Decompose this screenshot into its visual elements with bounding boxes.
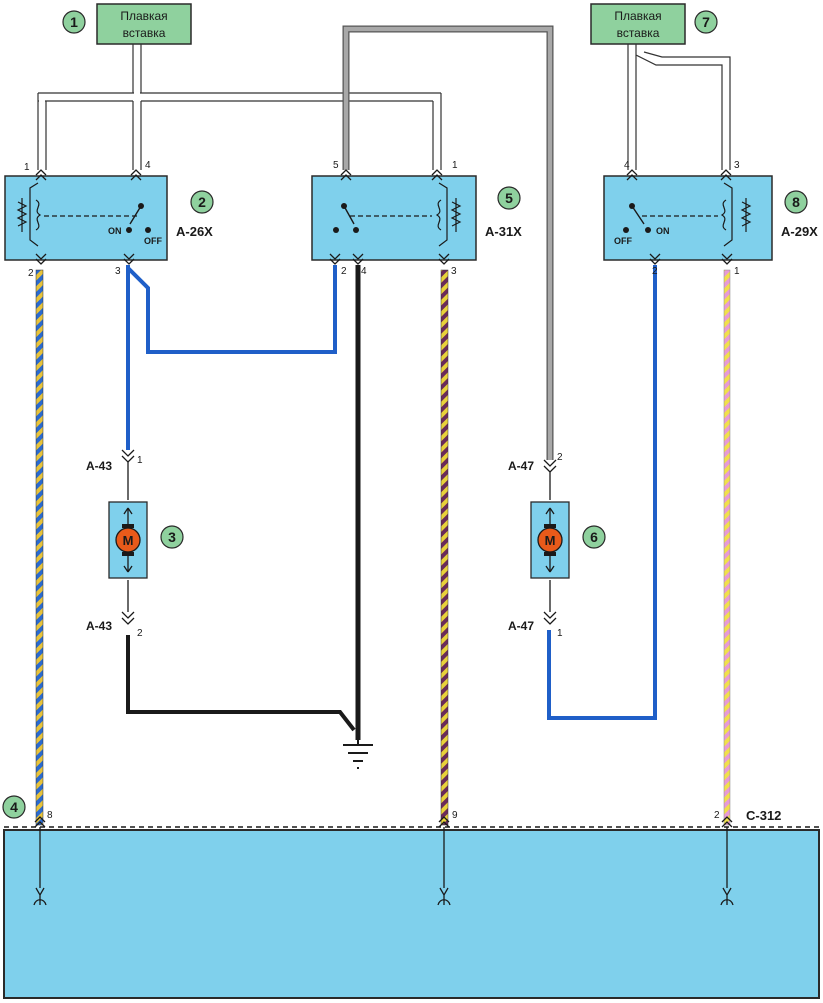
gray-wire — [343, 26, 553, 460]
relay-a29x-off-label: OFF — [614, 236, 632, 246]
callout-6: 6 — [582, 525, 606, 549]
motor-right: M A-47 2 A-47 1 — [508, 452, 570, 639]
svg-text:3: 3 — [168, 529, 176, 545]
relay-a29x-pin-2: 2 — [652, 266, 658, 277]
relay-a26x-pin-3: 3 — [115, 266, 121, 277]
fuse-left-label-2: вставка — [123, 26, 166, 40]
wire-blue-right — [547, 265, 657, 720]
relay-a26x-pin-1: 1 — [24, 162, 30, 173]
relay-a31x-pin-2: 2 — [341, 266, 347, 277]
callout-1: 1 — [62, 10, 86, 34]
motor-right-connector-top: A-47 — [508, 459, 534, 473]
control-unit-pin-8: 8 — [47, 810, 53, 821]
callout-4: 4 — [2, 795, 26, 819]
relay-a31x-label: A-31X — [485, 224, 522, 239]
callout-8: 8 — [784, 190, 808, 214]
control-unit-connector-label: C-312 — [746, 808, 781, 823]
control-unit-terminals — [33, 816, 734, 906]
relay-a31x-pin-1: 1 — [452, 160, 458, 171]
svg-text:7: 7 — [702, 14, 710, 30]
svg-text:5: 5 — [505, 190, 513, 206]
control-unit-pin-9: 9 — [452, 810, 458, 821]
wire-black-motor — [126, 635, 356, 732]
power-wires — [37, 44, 731, 170]
svg-text:2: 2 — [198, 194, 206, 210]
wire-blue-yellow — [35, 269, 44, 826]
control-unit-pin-2: 2 — [714, 810, 720, 821]
relay-a26x-off-label: OFF — [144, 236, 162, 246]
wire-pink-yellow — [723, 269, 731, 826]
fuse-left: Плавкая вставка — [96, 3, 192, 45]
control-unit-panel — [3, 829, 820, 999]
relay-a31x-pin-4: 4 — [361, 266, 367, 277]
callout-3: 3 — [160, 525, 184, 549]
motor-right-connector-bottom: A-47 — [508, 619, 534, 633]
callout-2: 2 — [190, 190, 214, 214]
relay-a29x-pin-1: 1 — [734, 266, 740, 277]
motor-right-symbol: M — [545, 533, 556, 548]
motor-left: M A-43 1 A-43 2 — [86, 449, 148, 639]
motor-left-connector-top: A-43 — [86, 459, 112, 473]
motor-left-pin-bottom: 2 — [137, 628, 143, 639]
relay-a29x-on-label: ON — [656, 226, 670, 236]
fuse-right-label-2: вставка — [617, 26, 660, 40]
relay-a29x-pin-4: 4 — [624, 160, 630, 171]
motor-left-pin-top: 1 — [137, 455, 143, 466]
relay-a26x-pin-2: 2 — [28, 268, 34, 279]
relay-a29x-pin-3: 3 — [734, 160, 740, 171]
svg-text:6: 6 — [590, 529, 598, 545]
svg-text:1: 1 — [70, 14, 78, 30]
ground-icon — [343, 735, 373, 769]
wire-blue-left — [126, 265, 337, 450]
fuse-right: Плавкая вставка — [590, 3, 686, 45]
wire-purple-yellow — [440, 269, 449, 826]
callout-5: 5 — [497, 186, 521, 210]
motor-right-pin-bottom: 1 — [557, 628, 563, 639]
relay-a29x-label: A-29X — [781, 224, 818, 239]
relay-a31x-pin-5: 5 — [333, 160, 339, 171]
relay-a26x-pin-4: 4 — [145, 160, 151, 171]
motor-left-symbol: M — [123, 533, 134, 548]
fuse-left-label-1: Плавкая — [120, 9, 167, 23]
fuse-right-label-1: Плавкая — [614, 9, 661, 23]
relay-a26x-on-label: ON — [108, 226, 122, 236]
relay-a26x-label: A-26X — [176, 224, 213, 239]
relay-a29x: OFF ON 4 3 2 1 — [603, 160, 773, 277]
motor-left-connector-bottom: A-43 — [86, 619, 112, 633]
relay-a31x: 5 1 2 4 3 — [311, 160, 477, 277]
motor-right-pin-top: 2 — [557, 452, 563, 463]
relay-a26x: ON OFF 1 4 2 3 — [4, 160, 168, 279]
callout-7: 7 — [694, 10, 718, 34]
svg-text:8: 8 — [792, 194, 800, 210]
svg-text:4: 4 — [10, 799, 18, 815]
relay-a31x-pin-3: 3 — [451, 266, 457, 277]
